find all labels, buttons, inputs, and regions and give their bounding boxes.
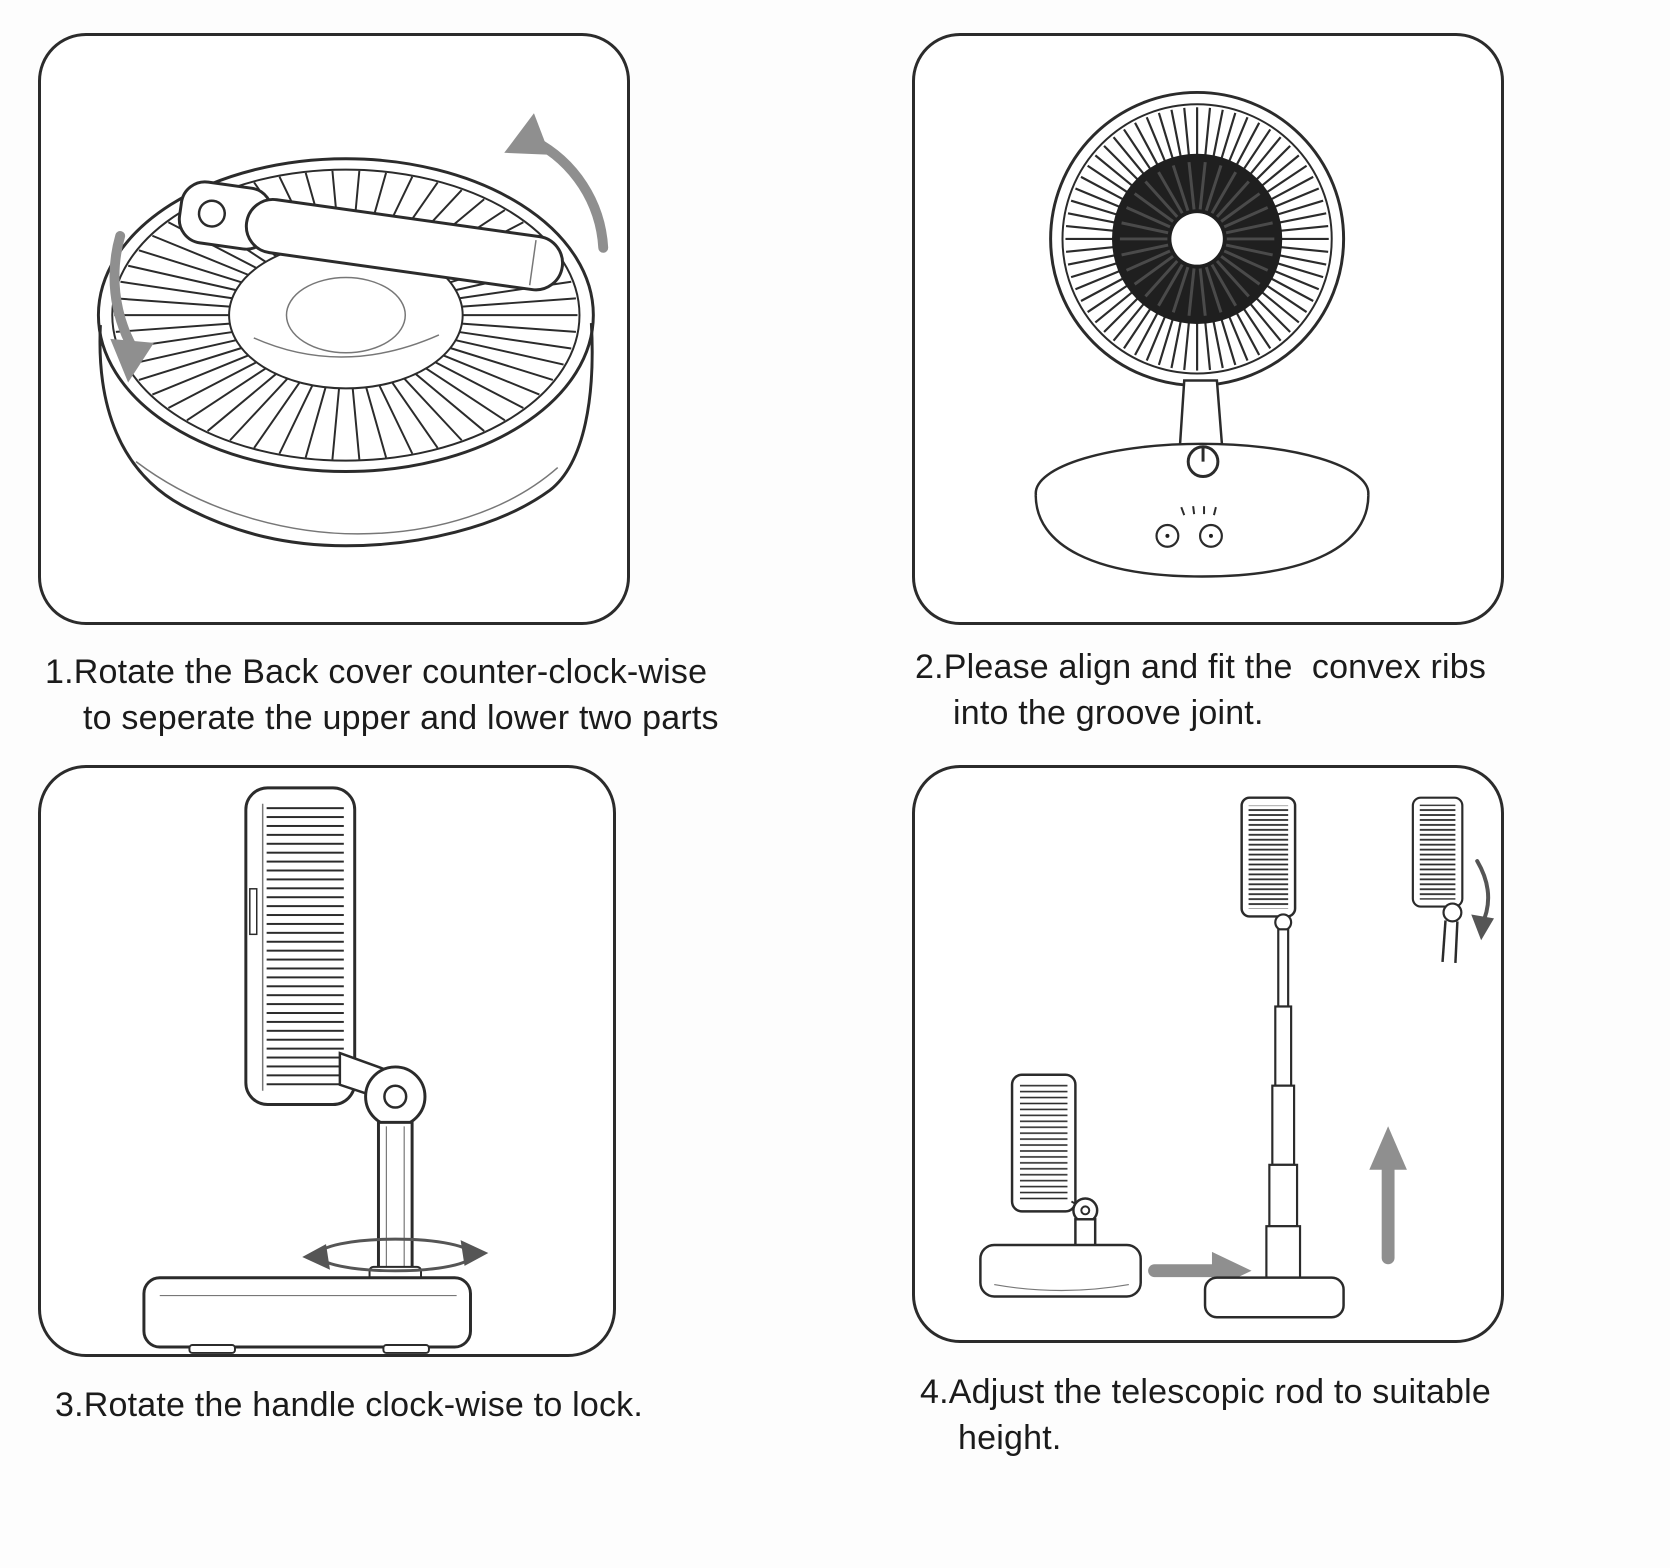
- rotate-pole-arrow-icon: [302, 1237, 489, 1273]
- step-2-caption: 2.Please align and fit the convex ribs i…: [915, 645, 1635, 736]
- step-3-panel: [38, 765, 616, 1357]
- fan-round-base: [1034, 442, 1370, 578]
- grille-fins: [1065, 107, 1329, 371]
- step-1-panel: [38, 33, 630, 625]
- step-1-illustration: [96, 113, 609, 548]
- battery-indicator-ticks: [1180, 506, 1217, 516]
- step-4-caption-line-2: height.: [958, 1418, 1062, 1457]
- hub-hole: [1171, 213, 1223, 265]
- step-1-caption-line-1: 1.Rotate the Back cover counter-clock-wi…: [45, 653, 708, 691]
- light-button[interactable]: [1198, 523, 1223, 548]
- tilt-arrow-icon: [1471, 859, 1494, 941]
- step-2-caption-line-2: into the groove joint.: [953, 693, 1264, 732]
- step-4-illustration: [979, 796, 1494, 1319]
- grille-fins: [114, 170, 578, 460]
- fan-base-drum: [98, 322, 594, 548]
- step-2-illustration: [1034, 90, 1370, 578]
- step-2-panel: [912, 33, 1504, 625]
- rotate-ccw-arrow-icon: [109, 113, 609, 383]
- fan-folded-config: [979, 1073, 1142, 1298]
- head-tilt-inset: [1411, 796, 1494, 964]
- step-3-caption: 3.Rotate the handle clock-wise to lock.: [55, 1383, 795, 1429]
- fan-base: [142, 1276, 472, 1354]
- hinge-joint: [338, 1051, 427, 1128]
- step-1-caption: 1.Rotate the Back cover counter-clock-wi…: [45, 650, 825, 741]
- step-4-caption-line-1: 4.Adjust the telescopic rod to suitable: [920, 1373, 1492, 1411]
- power-button[interactable]: [1186, 445, 1220, 478]
- fan-extended-config: [1203, 796, 1345, 1319]
- step-4-caption: 4.Adjust the telescopic rod to suitable …: [920, 1370, 1640, 1461]
- step-3-caption-line-1: 3.Rotate the handle clock-wise to lock.: [55, 1386, 643, 1424]
- step-3-illustration: [142, 786, 489, 1354]
- fan-head-side: [244, 786, 357, 1107]
- support-pole: [368, 1120, 423, 1282]
- move-up-arrow-icon: [1369, 1126, 1407, 1265]
- fan-grille: [96, 157, 595, 474]
- fan-head-front: [1049, 90, 1346, 387]
- speed-button[interactable]: [1155, 523, 1180, 548]
- step-4-panel: [912, 765, 1504, 1343]
- fan-handle: [177, 180, 564, 292]
- step-2-caption-line-1: 2.Please align and fit the convex ribs: [915, 648, 1487, 686]
- step-1-caption-line-2: to seperate the upper and lower two part…: [83, 698, 719, 737]
- blade-texture: [1119, 161, 1275, 316]
